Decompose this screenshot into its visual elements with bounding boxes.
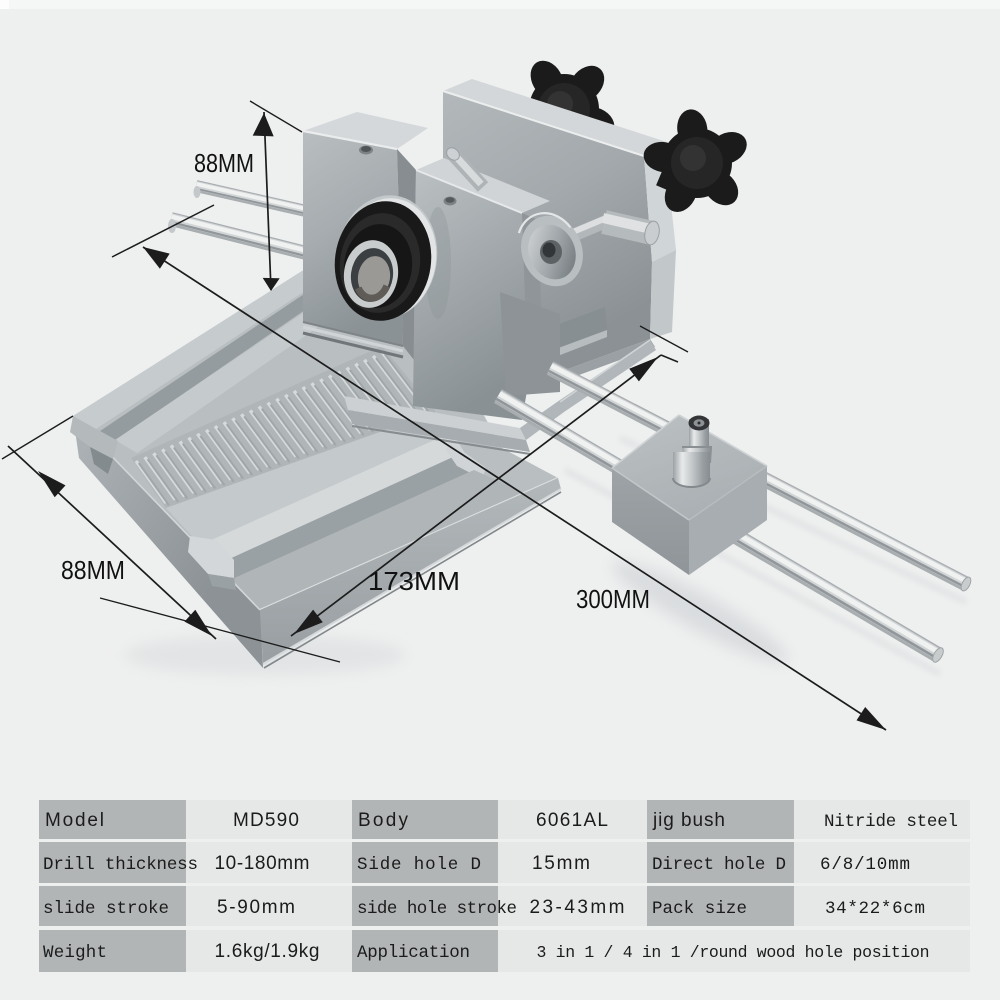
svg-text:jig bush: jig bush (652, 810, 725, 831)
svg-text:Drill thickness: Drill thickness (43, 855, 198, 875)
svg-text:slide stroke: slide stroke (43, 899, 169, 919)
svg-text:6061AL: 6061AL (536, 810, 608, 831)
svg-text:side hole stroke: side hole stroke (357, 899, 517, 919)
svg-text:Pack size: Pack size (652, 899, 747, 919)
svg-text:Body: Body (358, 810, 409, 831)
svg-text:300MM: 300MM (576, 584, 650, 614)
svg-text:173MM: 173MM (368, 566, 460, 596)
svg-text:88MM: 88MM (61, 555, 125, 585)
svg-text:Model: Model (45, 810, 104, 831)
svg-text:23-43mm: 23-43mm (530, 897, 625, 918)
svg-text:10-180mm: 10-180mm (215, 853, 310, 874)
svg-text:34*22*6cm: 34*22*6cm (825, 899, 925, 919)
svg-text:MD590: MD590 (233, 810, 299, 831)
svg-text:Nitride steel: Nitride steel (824, 812, 958, 832)
svg-text:Side hole D: Side hole D (357, 855, 481, 875)
svg-text:6/8/10mm: 6/8/10mm (820, 855, 910, 875)
svg-text:5-90mm: 5-90mm (217, 897, 295, 918)
svg-text:Weight: Weight (43, 943, 107, 963)
svg-text:Application: Application (357, 943, 470, 963)
svg-text:15mm: 15mm (532, 853, 590, 874)
svg-text:88MM: 88MM (194, 148, 254, 178)
svg-text:Direct hole D: Direct hole D (652, 855, 786, 875)
svg-text:3 in 1 / 4 in 1 /round wood ho: 3 in 1 / 4 in 1 /round wood hole positio… (537, 943, 930, 962)
svg-text:1.6kg/1.9kg: 1.6kg/1.9kg (215, 941, 320, 962)
